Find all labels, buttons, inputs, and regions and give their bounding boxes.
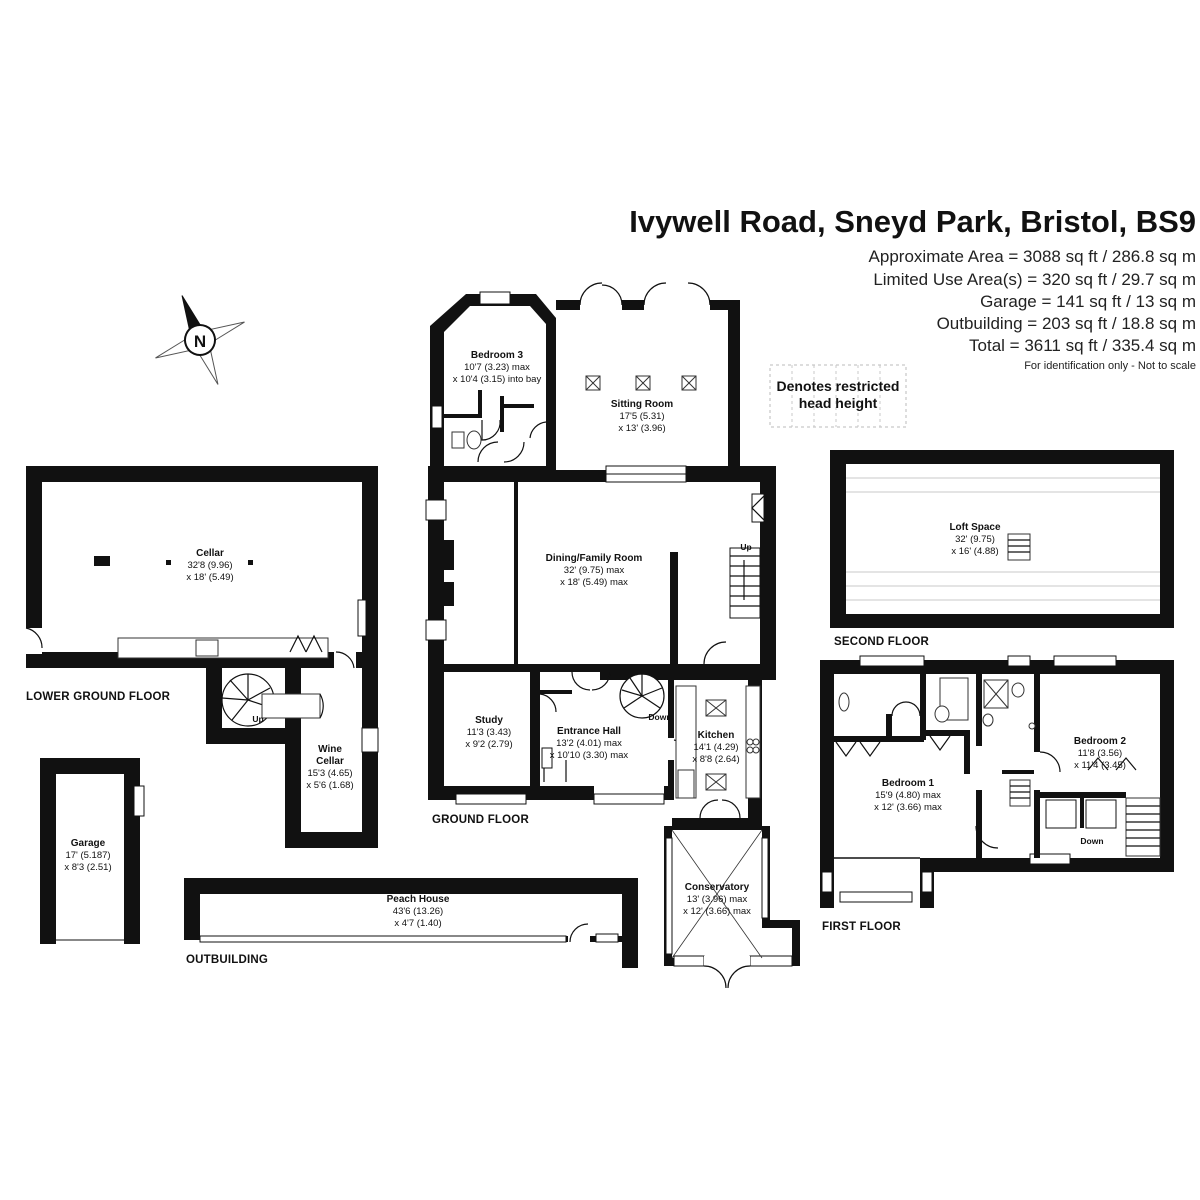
compass-north-label: N [194, 332, 206, 351]
room-dim-dining-1: 32' (9.75) max [564, 565, 625, 576]
legend-line-1: Denotes restricted [777, 378, 900, 394]
area-garage: Garage = 141 sq ft / 13 sq m [980, 292, 1196, 311]
area-outbuilding: Outbuilding = 203 sq ft / 18.8 sq m [937, 314, 1196, 333]
floor-label-second: SECOND FLOOR [834, 636, 930, 648]
room-dim-conservatory-2: x 12' (3.66) max [683, 906, 751, 917]
room-dim-bedroom1-1: 15'9 (4.80) max [875, 790, 941, 801]
room-name-bedroom2: Bedroom 2 [1074, 736, 1127, 747]
room-name-entrance-hall: Entrance Hall [557, 726, 621, 737]
room-dim-bedroom3-2: x 10'4 (3.15) into bay [453, 374, 542, 385]
first-floor-plan [820, 655, 1174, 908]
legend-line-2: head height [799, 395, 878, 411]
room-dim-garage-1: 17' (5.187) [65, 850, 110, 861]
room-name-sitting-room: Sitting Room [611, 399, 673, 410]
room-dim-sitting-room-1: 17'5 (5.31) [619, 411, 664, 422]
stair-label-ground-down: Down [648, 712, 671, 722]
room-dim-cellar-1: 32'8 (9.96) [187, 560, 232, 571]
page-title: Ivywell Road, Sneyd Park, Bristol, BS9 [629, 204, 1196, 239]
area-limited-use: Limited Use Area(s) = 320 sq ft / 29.7 s… [873, 270, 1196, 289]
room-dim-entrance-hall-1: 13'2 (4.01) max [556, 738, 622, 749]
ground-floor-plan [425, 282, 800, 989]
room-name-conservatory: Conservatory [685, 882, 750, 893]
restricted-head-height-bottom [846, 571, 1160, 601]
floor-label-outbuilding: OUTBUILDING [186, 954, 268, 966]
room-name-study: Study [475, 715, 503, 726]
room-dim-bedroom2-1: 11'8 (3.56) [1078, 748, 1122, 759]
area-approximate: Approximate Area = 3088 sq ft / 286.8 sq… [869, 247, 1196, 266]
room-dim-cellar-2: x 18' (5.49) [186, 572, 233, 583]
room-dim-kitchen-1: 14'1 (4.29) [693, 742, 738, 753]
stair-label-first-down: Down [1080, 836, 1103, 846]
room-name-kitchen: Kitchen [698, 730, 735, 741]
room-dim-peach-house-1: 43'6 (13.26) [393, 906, 443, 917]
floor-label-ground: GROUND FLOOR [432, 814, 529, 826]
room-dim-wine-cellar-2: x 5'6 (1.68) [306, 780, 353, 791]
room-name-wine-cellar-1: Wine [318, 744, 342, 755]
garage-plan [40, 758, 145, 944]
room-dim-conservatory-1: 13' (3.96) max [687, 894, 748, 905]
room-dim-bedroom2-2: x 11'4 (3.45) [1074, 760, 1126, 771]
area-total: Total = 3611 sq ft / 335.4 sq m [969, 336, 1196, 355]
room-dim-study-1: 11'3 (3.43) [467, 727, 511, 738]
floor-label-lower-ground: LOWER GROUND FLOOR [26, 691, 171, 703]
compass-icon [155, 295, 245, 385]
room-dim-bedroom3-1: 10'7 (3.23) max [464, 362, 530, 373]
room-name-wine-cellar-2: Cellar [316, 756, 344, 767]
room-name-cellar: Cellar [196, 548, 224, 559]
second-floor-plan [830, 450, 1174, 628]
room-name-peach-house: Peach House [387, 894, 450, 905]
floor-label-first: FIRST FLOOR [822, 921, 901, 933]
room-name-bedroom3: Bedroom 3 [471, 350, 524, 361]
room-name-garage: Garage [71, 838, 106, 849]
room-dim-entrance-hall-2: x 10'10 (3.30) max [550, 750, 629, 761]
peach-house-plan [184, 878, 638, 968]
disclaimer: For identification only - Not to scale [1024, 360, 1196, 372]
room-name-dining: Dining/Family Room [546, 553, 643, 564]
lower-ground-floor-plan [25, 466, 379, 848]
stair-label-ground-up: Up [740, 542, 751, 552]
room-dim-kitchen-2: x 8'8 (2.64) [692, 754, 739, 765]
room-dim-garage-2: x 8'3 (2.51) [64, 862, 111, 873]
room-dim-loft-2: x 16' (4.88) [951, 546, 998, 557]
room-dim-dining-2: x 18' (5.49) max [560, 577, 628, 588]
stair-label-lower-up: Up [252, 714, 263, 724]
room-dim-loft-1: 32' (9.75) [955, 534, 995, 545]
room-name-bedroom1: Bedroom 1 [882, 778, 935, 789]
restricted-head-height-top [846, 477, 1160, 493]
room-dim-study-2: x 9'2 (2.79) [465, 739, 512, 750]
room-name-loft: Loft Space [949, 522, 1001, 533]
room-dim-peach-house-2: x 4'7 (1.40) [394, 918, 441, 929]
restricted-height-legend: Denotes restricted head height [769, 364, 907, 428]
room-dim-bedroom1-2: x 12' (3.66) max [874, 802, 942, 813]
room-dim-wine-cellar-1: 15'3 (4.65) [307, 768, 352, 779]
room-dim-sitting-room-2: x 13' (3.96) [618, 423, 665, 434]
